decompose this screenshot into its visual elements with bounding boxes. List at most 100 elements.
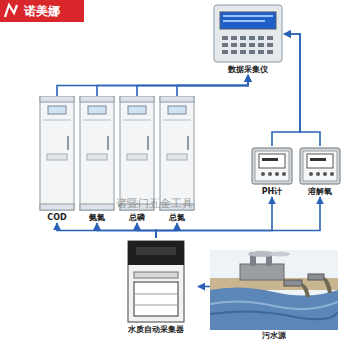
- illustration-part: [187, 136, 189, 150]
- illustration-part: [134, 282, 178, 316]
- illustration-part: [128, 106, 146, 114]
- illustration-part: [168, 106, 186, 114]
- illustration-part: [268, 172, 272, 176]
- illustration-part: [252, 148, 292, 184]
- illustration-part: [167, 154, 187, 160]
- sewage-source-picture: [210, 250, 338, 330]
- illustration-part: [88, 106, 106, 114]
- data-logger: 数据采集仪: [212, 4, 284, 75]
- illustration-part: [40, 204, 74, 210]
- illustration-part: [160, 96, 194, 210]
- illustration-part: [120, 96, 154, 102]
- illustration-part: [258, 36, 264, 40]
- illustration-part: [134, 272, 178, 278]
- illustration-part: [128, 241, 184, 322]
- illustration-part: [303, 151, 337, 181]
- connector: [137, 223, 156, 238]
- illustration-part: [80, 96, 114, 102]
- illustration-part: [107, 136, 109, 150]
- illustration-part: [163, 120, 191, 121]
- illustration-part: [134, 294, 178, 295]
- connector: [57, 223, 156, 238]
- illustration-part: [40, 96, 74, 210]
- illustration-part: [120, 96, 154, 210]
- illustration-part: [240, 50, 246, 54]
- meter-panel-picture: [250, 146, 294, 186]
- analyzer-cabinet: 氨氮: [78, 96, 116, 223]
- illustration-part: [231, 43, 237, 47]
- connector: [57, 75, 248, 96]
- analyzer-cabinet: COD: [38, 96, 76, 223]
- connector: [97, 223, 156, 238]
- illustration-part: [309, 172, 313, 176]
- illustration-part: [47, 154, 67, 160]
- node-label: 数据采集仪: [212, 64, 284, 75]
- illustration-part: [134, 305, 178, 306]
- connector: [284, 34, 320, 146]
- illustration-part: [80, 96, 114, 210]
- illustration-part: [259, 154, 285, 168]
- illustration-part: [266, 256, 272, 266]
- connector: [97, 75, 248, 96]
- analyzer-cabinet-picture: [78, 96, 116, 212]
- illustration-part: [136, 247, 176, 255]
- connector: [198, 286, 210, 288]
- illustration-part: [275, 172, 279, 176]
- illustration-part: [300, 148, 340, 184]
- node-label: 水质自动采集器: [114, 324, 198, 335]
- water-sampler-picture: [114, 238, 198, 324]
- illustration-part: [210, 301, 338, 309]
- illustration-part: [210, 250, 338, 330]
- illustration-part: [48, 106, 66, 114]
- illustration-part: [255, 151, 289, 181]
- illustration-part: [249, 43, 255, 47]
- illustration-part: [323, 172, 327, 176]
- illustration-part: [43, 120, 71, 121]
- illustration-part: [308, 274, 324, 280]
- node-label: PH计: [250, 186, 294, 197]
- illustration-part: [123, 120, 151, 121]
- illustration-part: [284, 280, 302, 286]
- illustration-part: [127, 154, 147, 160]
- analyzer-cabinet-picture: [38, 96, 76, 212]
- illustration-part: [240, 43, 246, 47]
- illustration-part: [160, 96, 194, 102]
- illustration-part: [214, 5, 282, 62]
- illustration-part: [220, 12, 276, 29]
- illustration-part: [210, 311, 338, 319]
- illustration-part: [282, 172, 286, 176]
- sewage-source: 污水源: [210, 250, 338, 341]
- node-label: 氨氮: [78, 212, 116, 223]
- illustration-part: [261, 172, 265, 176]
- node-label: 总磷: [118, 212, 156, 223]
- illustration-part: [240, 36, 246, 40]
- illustration-part: [249, 50, 255, 54]
- illustration-part: [258, 43, 264, 47]
- illustration-part: [267, 43, 273, 47]
- analyzer-cabinet-picture: [118, 96, 156, 212]
- illustration-part: [222, 36, 228, 40]
- node-label: 总氮: [158, 212, 196, 223]
- illustration-part: [223, 20, 265, 22]
- illustration-part: [330, 172, 334, 176]
- node-label: 污水源: [210, 330, 338, 341]
- banner-ground: [0, 0, 84, 22]
- illustration-part: [67, 136, 69, 150]
- illustration-part: [249, 36, 255, 40]
- illustration-part: [83, 120, 111, 121]
- illustration-part: [223, 15, 273, 17]
- meter-panel: 溶解氧: [298, 146, 342, 197]
- node-label: COD: [38, 212, 76, 223]
- illustration-part: [302, 283, 310, 297]
- illustration-part: [147, 136, 149, 150]
- illustration-part: [310, 158, 326, 161]
- illustration-part: [267, 50, 273, 54]
- meter-panel-picture: [298, 146, 342, 186]
- data-logger-picture: [212, 4, 284, 64]
- illustration-part: [40, 96, 74, 102]
- illustration-part: [258, 50, 264, 54]
- connector: [137, 75, 248, 96]
- illustration-part: [307, 154, 333, 168]
- illustration-part: [267, 36, 273, 40]
